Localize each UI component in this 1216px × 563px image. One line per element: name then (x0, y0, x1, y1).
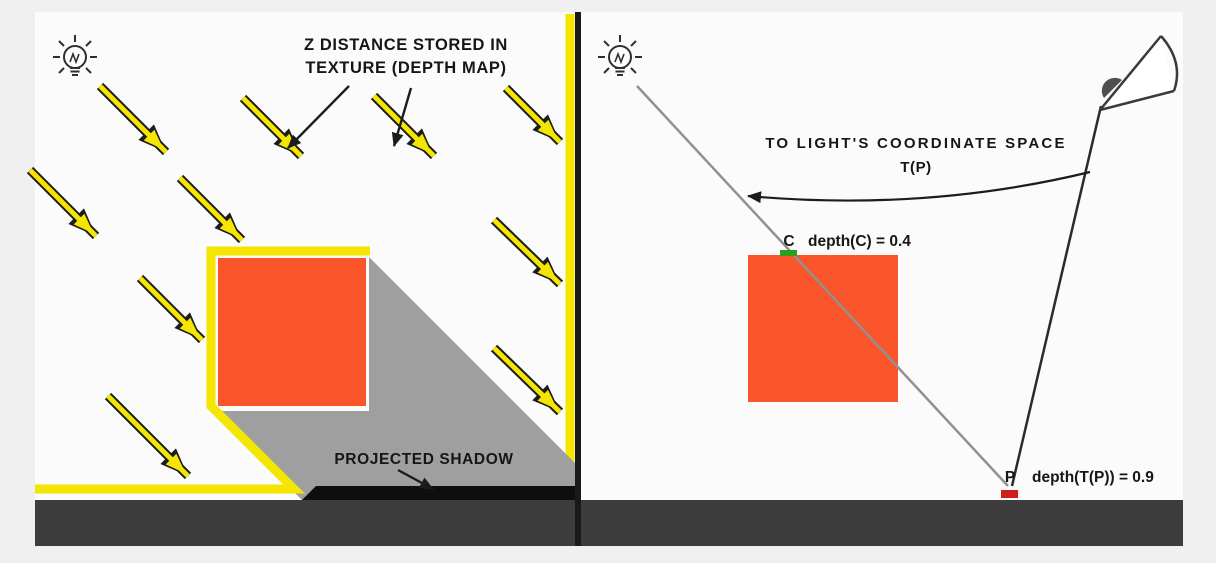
transform-curved-arrow (747, 170, 1091, 204)
projected-shadow-caption: PROJECTED SHADOW (334, 451, 513, 468)
light-ray-arrow (28, 168, 98, 238)
light-ray-arrow (372, 94, 436, 158)
depth-c-value: depth(C) = 0.4 (808, 233, 911, 250)
depth-map-pointer-arrow-right (391, 87, 413, 147)
transform-symbol: T(P) (900, 159, 932, 176)
light-ray-arrow (492, 346, 562, 414)
light-ray-arrow (98, 84, 168, 154)
eye-pupil (1101, 77, 1122, 98)
light-ray-arrow (492, 218, 562, 286)
light-ray-arrows (26, 82, 564, 480)
depth-map-caption-line1: Z DISTANCE STORED IN (304, 36, 508, 54)
point-p-label: P (1005, 469, 1015, 486)
depth-map-pointer-arrow-left (287, 85, 350, 149)
depth-p-value: depth(T(P)) = 0.9 (1032, 469, 1154, 486)
panel-divider (575, 12, 581, 546)
transform-caption: TO LIGHT'S COORDINATE SPACE (765, 135, 1066, 152)
eye-to-p-ray (1010, 105, 1103, 487)
occluder-square-left (218, 258, 366, 406)
depth-map-surface-outline (35, 246, 370, 494)
projected-shadow-pointer-arrow (397, 468, 434, 491)
light-ray-arrow (138, 276, 204, 342)
projected-shadow-volume (213, 257, 575, 500)
light-ray-arrow (106, 394, 190, 478)
eye-icon (1099, 35, 1179, 112)
light-ray-arrow (504, 86, 562, 144)
point-c-marker (780, 250, 797, 256)
light-ray-arrow (178, 176, 244, 242)
ground-shadow-strip (302, 486, 575, 500)
light-to-p-ray (636, 85, 1009, 487)
occluder-square-right (748, 255, 898, 402)
ground (35, 500, 1183, 546)
point-p-marker (1001, 490, 1018, 498)
point-c-label: C (783, 233, 794, 250)
depth-map-caption-line2: TEXTURE (DEPTH MAP) (305, 59, 506, 77)
